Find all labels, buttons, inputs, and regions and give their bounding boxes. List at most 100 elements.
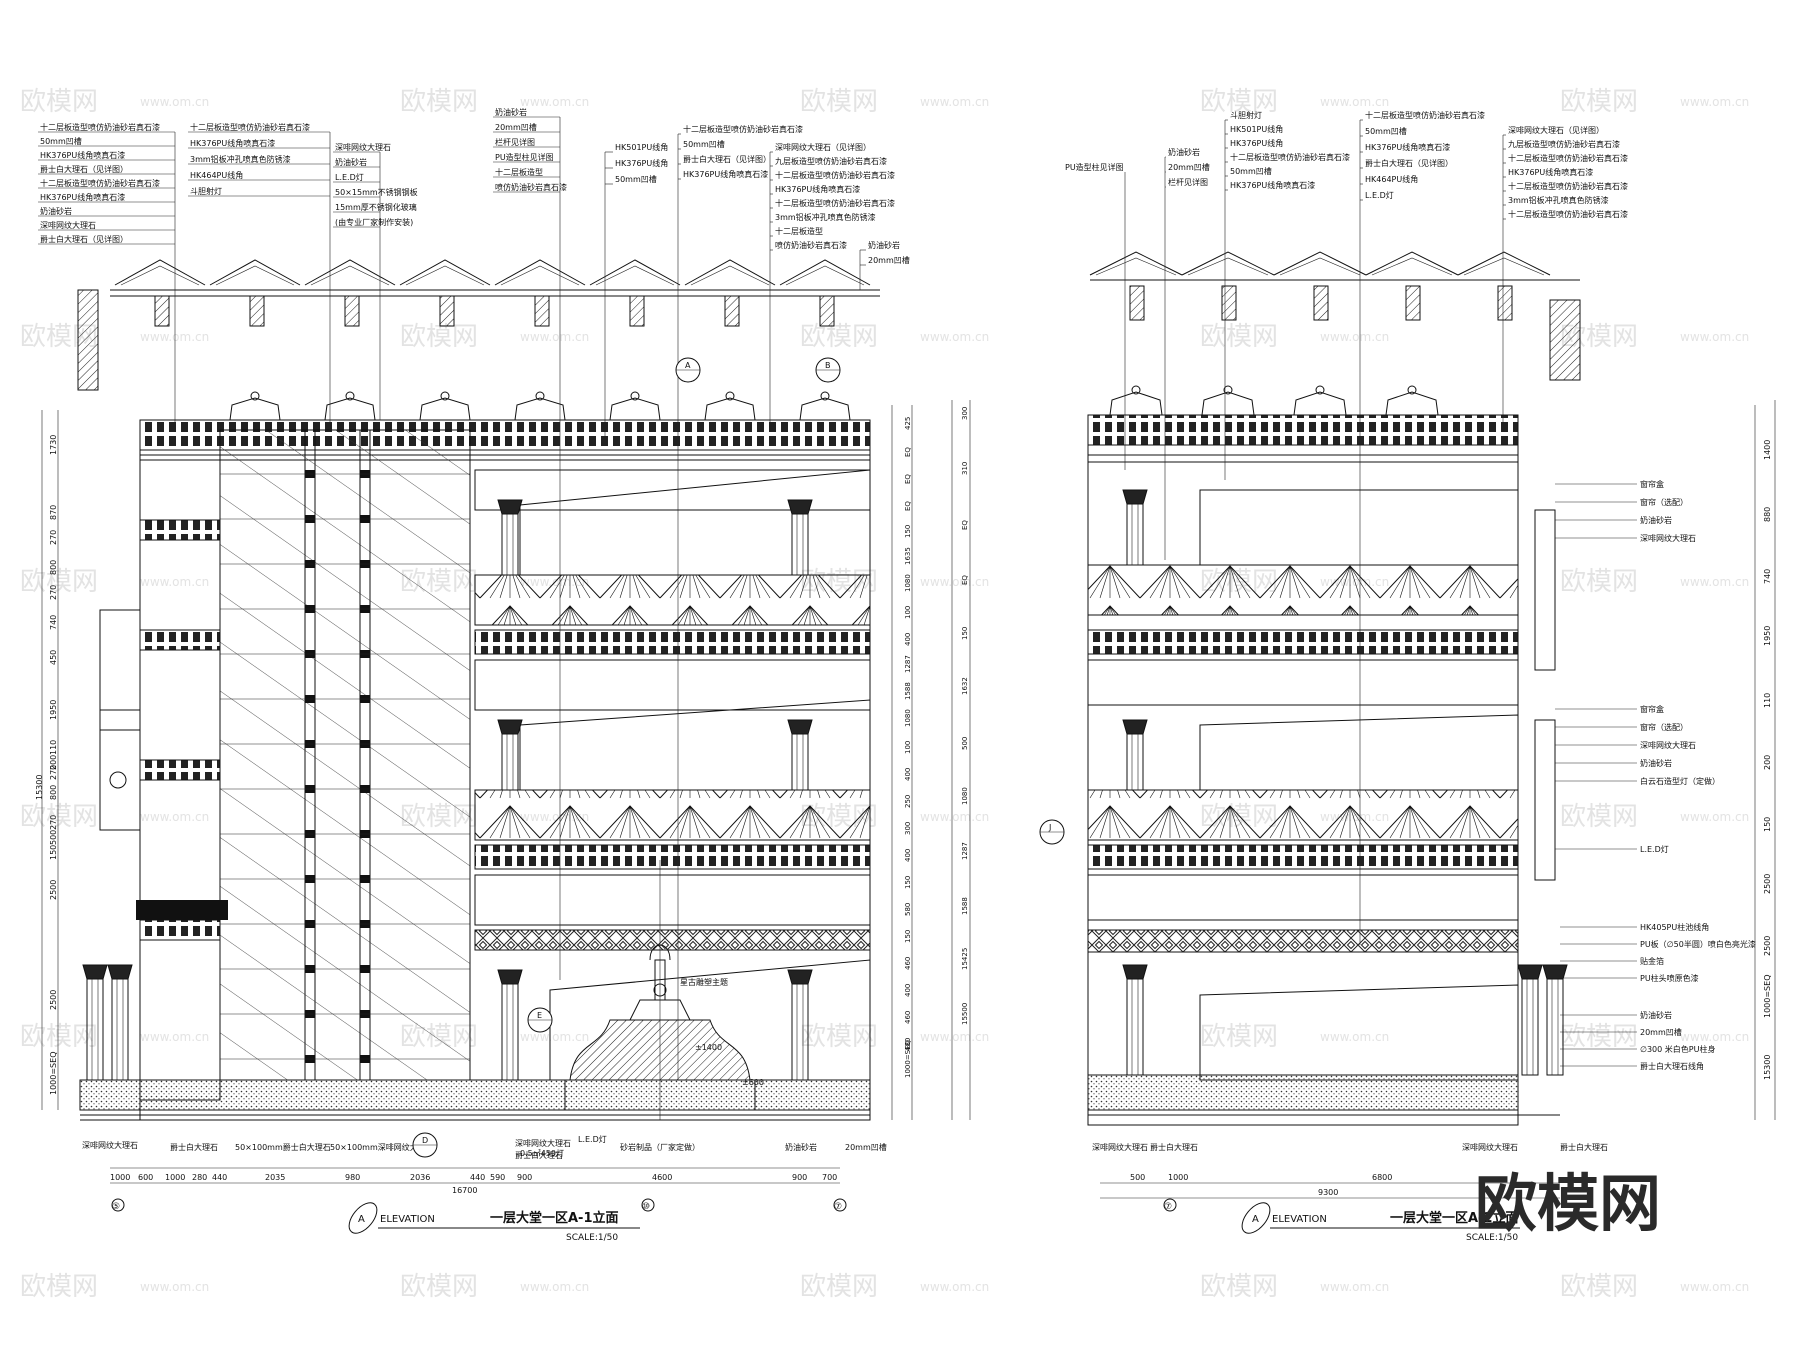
dimension-label: 400 [904, 633, 912, 646]
right-top-note: 十二层板造型喷仿奶油砂岩真石漆 [1230, 152, 1350, 162]
left-scale: SCALE:1/50 [566, 1233, 618, 1243]
dimension-label: 110 [49, 740, 58, 755]
watermark-brand: 欧模网 [20, 567, 98, 597]
dimension-label: 590 [490, 1173, 505, 1182]
left-bottom-note: 0.5㎡450灯 [520, 1148, 564, 1158]
dimension-label: 1000=SEQ [1763, 975, 1772, 1019]
watermark-logo: 欧模网 [1475, 1167, 1661, 1240]
left-top-note: 20mm凹槽 [495, 122, 537, 132]
watermark-url: www.om.cn [520, 1280, 589, 1294]
watermark-url: www.om.cn [1680, 575, 1749, 589]
dimension-label: 15425 [961, 948, 969, 970]
watermark-brand: 欧模网 [1560, 802, 1638, 832]
left-top-note: 50mm凹槽 [615, 174, 657, 184]
dimension-label: 1635 [904, 547, 912, 565]
dimension-label: 1000=SEQ [904, 1039, 912, 1078]
dimension-label: 2500 [49, 880, 58, 900]
dimension-label: 15300 [1763, 1055, 1772, 1080]
dimension-label: 580 [904, 903, 912, 916]
watermark-brand: 欧模网 [20, 87, 98, 117]
watermark-url: www.om.cn [1680, 810, 1749, 824]
dimension-label: 425 [904, 417, 912, 430]
right-top-note: 20mm凹槽 [1168, 162, 1210, 172]
watermark-url: www.om.cn [140, 1030, 209, 1044]
watermark-brand: 欧模网 [800, 87, 878, 117]
dimension-label: 4600 [652, 1173, 672, 1182]
fountain-note: 星古雕塑主题 [680, 977, 728, 987]
right-side-note: 奶油砂岩 [1640, 758, 1672, 768]
dimension-label: 740 [1763, 569, 1772, 584]
watermark-url: www.om.cn [520, 1030, 589, 1044]
axis-marker: ⑤ [112, 1202, 120, 1212]
section-tag: B [825, 361, 831, 370]
right-top-note: HK376PU线角喷真石漆 [1230, 180, 1315, 190]
watermark-url: www.om.cn [920, 330, 989, 344]
watermark-url: www.om.cn [1320, 95, 1389, 109]
left-top-note: HK376PU线角 [615, 158, 668, 168]
right-side-note: 窗帘盒 [1640, 479, 1664, 489]
dimension-label: 150 [904, 930, 912, 943]
watermark-brand: 欧模网 [800, 1272, 878, 1302]
right-bottom-note: 爵士白大理石 [1150, 1142, 1198, 1152]
dimension-label: 440 [212, 1173, 227, 1182]
watermark-url: www.om.cn [920, 1280, 989, 1294]
left-bottom-note: 50×100mm爵士白大理石 [235, 1142, 331, 1152]
left-balcony-levels [474, 469, 871, 1081]
axis-marker: ⑦ [1164, 1202, 1172, 1212]
right-side-note: 深啡网纹大理石 [1640, 740, 1696, 750]
right-top-note: 奶油砂岩 [1168, 147, 1200, 157]
fountain-level: ±600 [742, 1078, 764, 1087]
right-side-note: 奶油砂岩 [1640, 1010, 1672, 1020]
left-top-note: 深啡网纹大理石 [335, 142, 391, 152]
dimension-label: 1080 [961, 787, 969, 805]
left-top-note: 20mm凹槽 [868, 255, 910, 265]
right-side-note: HK405PU柱池线角 [1640, 922, 1709, 932]
watermark-brand: 欧模网 [1200, 87, 1278, 117]
dimension-label: 400 [904, 984, 912, 997]
watermark-url: www.om.cn [920, 1030, 989, 1044]
watermark-url: www.om.cn [920, 575, 989, 589]
left-bottom-note: 深啡网纹大理石 [515, 1138, 571, 1148]
dimension-label: 6800 [1372, 1173, 1392, 1182]
dimension-label: 500 [961, 737, 969, 750]
right-pilasters [1122, 489, 1568, 1076]
dimension-label: 300 [904, 822, 912, 835]
watermark-brand: 欧模网 [1560, 1272, 1638, 1302]
dimension-label: EQ [961, 575, 969, 585]
left-top-note: 奶油砂岩 [335, 157, 367, 167]
right-top-note: 十二层板造型喷仿奶油砂岩真石漆 [1508, 209, 1628, 219]
left-top-note: 十二层板造型喷仿奶油砂岩真石漆 [683, 124, 803, 134]
right-title-elevation: ELEVATION [1272, 1214, 1327, 1225]
watermark-url: www.om.cn [520, 330, 589, 344]
dimension-label: 460 [904, 1011, 912, 1024]
left-top-note: 十二层板造型 [775, 226, 823, 236]
dimension-label: 1950 [49, 700, 58, 720]
dimension-label: 270 [49, 530, 58, 545]
dimension-label: 150 [49, 845, 58, 860]
left-top-note: 斗胆射灯 [190, 186, 222, 196]
left-top-note: 十二层板造型喷仿奶油砂岩真石漆 [775, 198, 895, 208]
dimension-label: EQ [904, 474, 912, 484]
dimension-total: 9300 [1318, 1188, 1338, 1197]
dimension-label: 870 [49, 505, 58, 520]
dimension-label: 270 [49, 765, 58, 780]
right-top-note: 栏杆见详图 [1168, 177, 1208, 187]
left-top-note: 喷仿奶油砂岩真石漆 [775, 240, 847, 250]
right-top-note: 爵士白大理石（见详图） [1365, 158, 1453, 168]
right-bottom-note: 深啡网纹大理石 [1462, 1142, 1518, 1152]
dimension-label: 2035 [265, 1173, 285, 1182]
right-top-note: HK376PU线角 [1230, 138, 1283, 148]
right-top-note: 九层板造型喷仿奶油砂岩真石漆 [1508, 139, 1620, 149]
left-top-note: 深啡网纹大理石（见详图） [775, 142, 871, 152]
dimension-label: 800 [49, 785, 58, 800]
right-scale: SCALE:1/50 [1466, 1233, 1518, 1243]
left-top-note: 奶油砂岩 [868, 240, 900, 250]
left-top-note: 奶油砂岩 [40, 206, 72, 216]
right-title-cn: 一层大堂一区A-2立面 [1390, 1210, 1519, 1226]
right-side-note: 窗帘盒 [1640, 704, 1664, 714]
watermark-brand: 欧模网 [1560, 1022, 1638, 1052]
left-title-mark: A [358, 1214, 365, 1225]
dimension-label: 270 [49, 585, 58, 600]
section-tag: J [1048, 823, 1051, 832]
